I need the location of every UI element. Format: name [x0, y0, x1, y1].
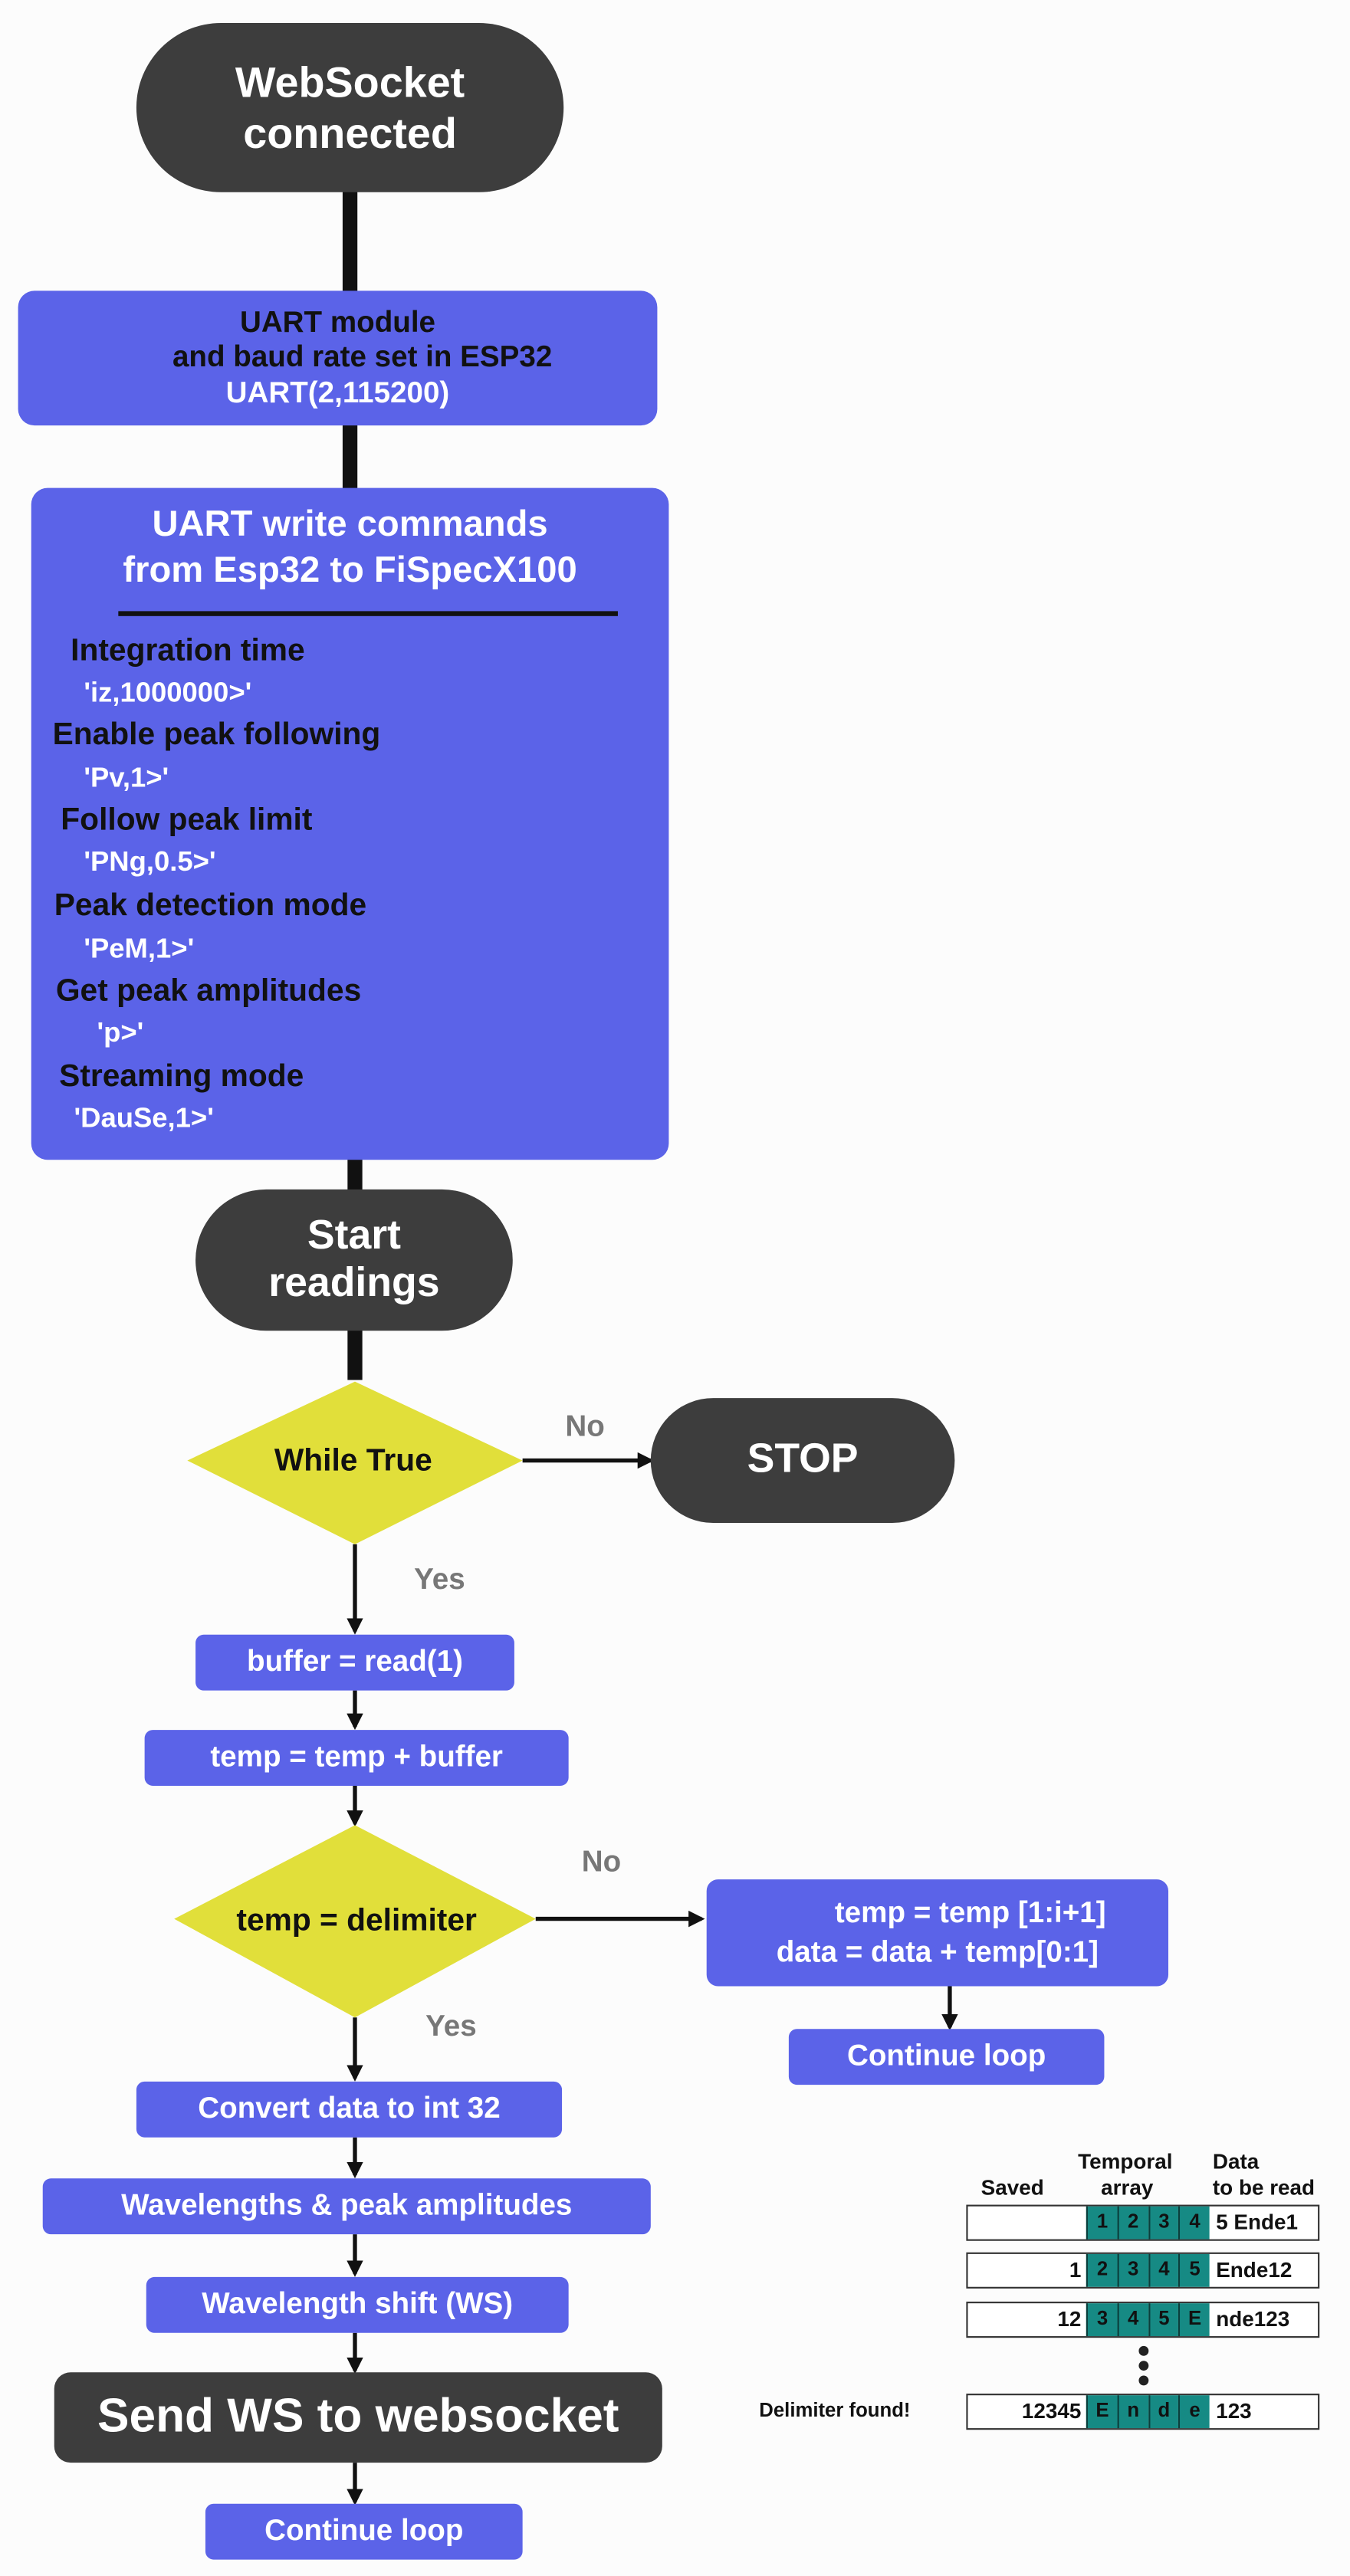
temporal-cell: 3 [1148, 2206, 1179, 2240]
command-code: 'iz,1000000>' [84, 677, 252, 708]
no-label: No [581, 1845, 622, 1879]
delimiter-found-label: Delimiter found! [759, 2398, 911, 2422]
while-true-label: While True [274, 1444, 432, 1479]
to-read-cell: Ende12 [1216, 2257, 1293, 2282]
command-code: 'Pv,1>' [84, 762, 169, 794]
uart-setup-line2: and baud rate set in ESP32 [172, 340, 553, 374]
to-read-cell: 123 [1216, 2398, 1252, 2423]
commands-divider [118, 611, 618, 616]
temporal-cell: 5 [1178, 2253, 1210, 2287]
websocket-connected-terminal: WebSocket connected [136, 23, 564, 192]
temporal-array: E n d e [1086, 2395, 1210, 2429]
wavelengths-step: Wavelengths & peak amplitudes [42, 2178, 651, 2235]
temporal-cell: 2 [1086, 2253, 1118, 2287]
uart-commands-box: UART write commands from Esp32 to FiSpec… [31, 487, 669, 1160]
append-temp-step: temp = temp + buffer [144, 1730, 569, 1786]
terminal-label-line1: WebSocket [235, 57, 465, 107]
array-row: 12 3 4 5 E nde123 [966, 2302, 1320, 2338]
command-code: 'PeM,1>' [84, 933, 195, 965]
shift-temp-line1: temp = temp [1:i+1] [834, 1895, 1106, 1929]
continue-loop-final: Continue loop [205, 2503, 523, 2560]
saved-cell: 12 [1057, 2306, 1082, 2332]
shift-temp-line2: data = data + temp[0:1] [776, 1934, 1099, 1967]
temporal-cell: 2 [1117, 2206, 1148, 2240]
temp-delimiter-diamond [174, 1825, 536, 2018]
temporal-cell: E [1178, 2303, 1210, 2337]
array-row: 1 2 3 4 5 Ende12 [966, 2252, 1320, 2289]
temporal-array: 3 4 5 E [1086, 2303, 1210, 2337]
read-header-line2: to be read [1212, 2174, 1316, 2200]
command-name: Enable peak following [52, 717, 381, 753]
temporal-cell: 4 [1178, 2206, 1210, 2240]
start-readings-line1: Start [307, 1211, 401, 1258]
array-row: 1 2 3 4 5 Ende1 [966, 2204, 1320, 2241]
continue-loop-branch: Continue loop [788, 2029, 1105, 2085]
while-true-diamond [187, 1381, 523, 1544]
read-header-line1: Data [1212, 2148, 1260, 2174]
temporal-array: 2 3 4 5 [1086, 2253, 1210, 2287]
stop-terminal: STOP [650, 1398, 955, 1524]
saved-header: Saved [980, 2174, 1044, 2200]
commands-title-line1: UART write commands [152, 502, 548, 544]
temporal-cell: 4 [1117, 2303, 1148, 2337]
temporal-cell: 4 [1148, 2253, 1179, 2287]
temporal-cell: d [1148, 2395, 1179, 2429]
saved-cell: 12345 [1021, 2398, 1082, 2423]
yes-label: Yes [425, 2009, 477, 2043]
temporal-header-line2: array [1101, 2174, 1154, 2200]
start-readings-line2: readings [268, 1260, 440, 1307]
command-code: 'p>' [97, 1016, 144, 1048]
ellipsis-dot [1138, 2361, 1149, 2371]
temporal-array: 1 2 3 4 [1086, 2206, 1210, 2240]
temporal-cell: E [1086, 2395, 1118, 2429]
command-name: Get peak amplitudes [55, 974, 362, 1009]
temporal-cell: 1 [1086, 2206, 1118, 2240]
command-code: 'DauSe,1>' [74, 1102, 214, 1134]
to-read-cell: 5 Ende1 [1216, 2210, 1299, 2235]
terminal-label-line2: connected [243, 107, 457, 157]
temporal-cell: e [1178, 2395, 1210, 2429]
no-label: No [565, 1409, 605, 1442]
array-row: 12345 E n d e 123 [966, 2394, 1320, 2430]
command-name: Streaming mode [59, 1059, 304, 1094]
ellipsis-dot [1138, 2375, 1149, 2386]
temporal-header-line1: Temporal [1078, 2148, 1173, 2174]
command-code: 'PNg,0.5>' [84, 845, 216, 878]
temporal-cell: 5 [1148, 2303, 1179, 2337]
convert-step: Convert data to int 32 [136, 2081, 563, 2138]
send-ws-step: Send WS to websocket [54, 2372, 662, 2463]
command-name: Follow peak limit [61, 803, 313, 838]
temporal-cell: 3 [1117, 2253, 1148, 2287]
temporal-cell: 3 [1086, 2303, 1118, 2337]
yes-label: Yes [414, 1562, 465, 1596]
wavelength-shift-step: Wavelength shift (WS) [146, 2276, 569, 2333]
saved-cell: 1 [1069, 2257, 1082, 2282]
to-read-cell: nde123 [1216, 2306, 1290, 2332]
uart-setup-line3: UART(2,115200) [225, 376, 450, 409]
read-buffer-step: buffer = read(1) [195, 1634, 514, 1691]
start-readings-terminal: Start readings [195, 1189, 513, 1331]
uart-setup-box: UART module and baud rate set in ESP32 U… [18, 290, 658, 426]
delimiter-decision-label: temp = delimiter [236, 1904, 477, 1939]
ellipsis-dot [1138, 2345, 1149, 2356]
uart-setup-line1: UART module [239, 305, 436, 339]
shift-temp-box: temp = temp [1:i+1] data = data + temp[0… [706, 1879, 1169, 1987]
command-name: Peak detection mode [54, 888, 367, 924]
temporal-cell: n [1117, 2395, 1148, 2429]
saved-cell [968, 2207, 1086, 2240]
command-name: Integration time [71, 634, 305, 669]
commands-title-line2: from Esp32 to FiSpecX100 [123, 548, 577, 590]
